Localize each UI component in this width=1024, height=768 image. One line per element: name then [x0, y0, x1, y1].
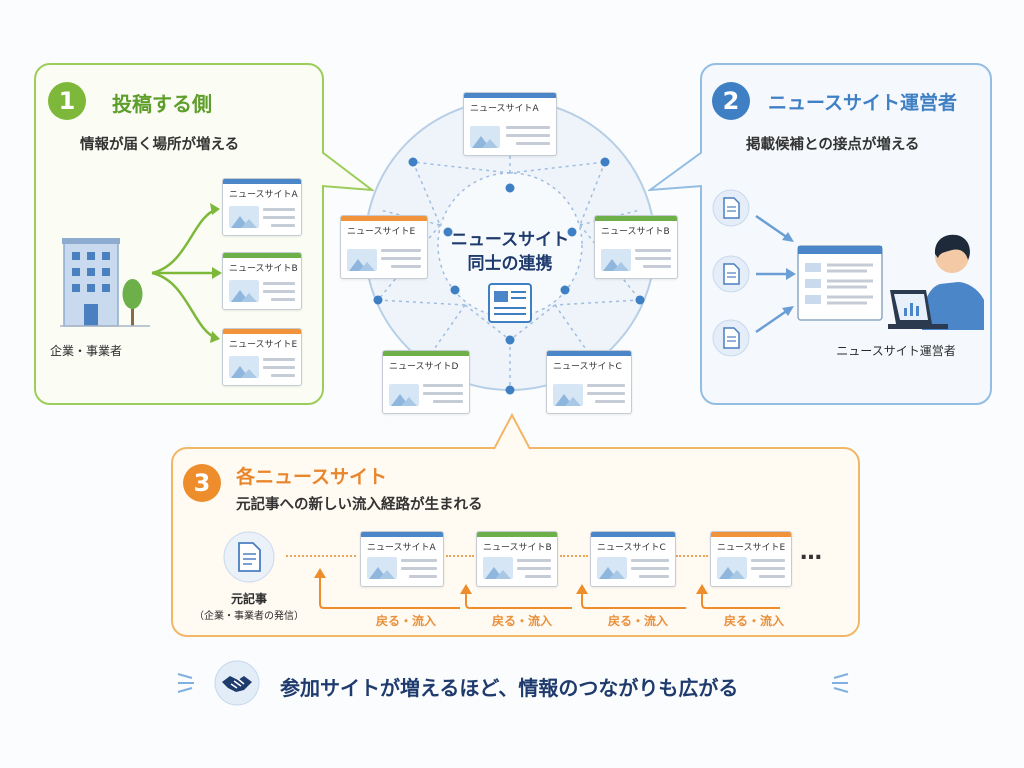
chain-card-b: ニュースサイトB: [476, 531, 558, 587]
return-flow-arrows: [314, 568, 780, 609]
panel2-pointer: [648, 151, 702, 192]
connector-dots: [446, 555, 474, 557]
distribution-arrows: [151, 203, 222, 343]
handshake-icon: [214, 660, 260, 706]
image-placeholder-icon: [229, 280, 259, 302]
candidate-documents: [712, 189, 796, 357]
sparkle-right-icon: [832, 673, 849, 693]
card-title: ニュースサイトB: [229, 264, 298, 274]
return-label: 戻る・流入: [724, 614, 785, 628]
panel3-pointer: [493, 413, 531, 450]
panel3-subtitle: 元記事への新しい流入経路が生まれる: [236, 497, 483, 513]
return-label: 戻る・流入: [608, 614, 669, 628]
image-placeholder-icon: [601, 249, 631, 271]
image-placeholder-icon: [229, 206, 259, 228]
footer-message: 参加サイトが増えるほど、情報のつながりも広がる: [280, 676, 739, 700]
card-title: ニュースサイトA: [367, 543, 436, 553]
panel1-subtitle: 情報が届く場所が増える: [80, 137, 240, 153]
building-icon: [60, 238, 150, 327]
source-article-sublabel: （企業・事業者の発信）: [194, 611, 304, 622]
panel-site-operator: [700, 63, 992, 405]
panel2-subtitle: 掲載候補との接点が増える: [746, 137, 920, 153]
chain-card-e: ニュースサイトE: [710, 531, 792, 587]
image-placeholder-icon: [597, 557, 627, 579]
network-card-c: ニュースサイトC: [546, 350, 632, 414]
card-title: ニュースサイトD: [389, 362, 459, 372]
panel1-card-a: ニュースサイトA: [222, 178, 302, 236]
step-number-2: 2: [712, 82, 750, 120]
image-placeholder-icon: [483, 557, 513, 579]
operator-person-icon: [888, 234, 984, 330]
article-icon: [488, 283, 532, 323]
card-title: ニュースサイトE: [229, 340, 298, 350]
connector-dots: [676, 555, 708, 557]
chain-card-a: ニュースサイトA: [360, 531, 444, 587]
panel1-card-e: ニュースサイトE: [222, 328, 302, 386]
panel3-title: 各ニュースサイト: [236, 466, 388, 488]
center-title-line1: ニュースサイト: [450, 230, 570, 250]
step-number-3: 3: [183, 464, 221, 502]
card-title: ニュースサイトB: [601, 227, 670, 237]
network-card-d: ニュースサイトD: [382, 350, 470, 414]
source-article-label: 元記事: [230, 592, 267, 606]
panel1-title: 投稿する側: [112, 92, 212, 116]
card-title: ニュースサイトB: [483, 543, 552, 553]
card-title: ニュースサイトC: [553, 362, 622, 372]
card-title: ニュースサイトE: [347, 227, 416, 237]
card-title: ニュースサイトA: [470, 104, 539, 114]
center-title-line2: 同士の連携: [467, 254, 553, 274]
connector-dots: [560, 555, 588, 557]
card-title: ニュースサイトE: [717, 543, 786, 553]
return-label: 戻る・流入: [376, 614, 437, 628]
network-card-b: ニュースサイトB: [594, 215, 678, 279]
card-title: ニュースサイトC: [597, 543, 666, 553]
chain-card-c: ニュースサイトC: [590, 531, 676, 587]
image-placeholder-icon: [717, 557, 747, 579]
operator-label: ニュースサイト運営者: [836, 344, 956, 358]
image-placeholder-icon: [470, 126, 500, 148]
image-placeholder-icon: [367, 557, 397, 579]
image-placeholder-icon: [347, 249, 377, 271]
image-placeholder-icon: [553, 384, 583, 406]
step-number-1: 1: [48, 82, 86, 120]
center-title: ニュースサイト 同士の連携: [440, 228, 580, 276]
source-article-icon: [223, 531, 275, 583]
image-placeholder-icon: [229, 356, 259, 378]
building-label: 企業・事業者: [50, 344, 123, 358]
network-card-a: ニュースサイトA: [463, 92, 557, 156]
panel2-title: ニュースサイト運営者: [768, 92, 958, 114]
panel1-card-b: ニュースサイトB: [222, 252, 302, 310]
sparkle-left-icon: [177, 673, 194, 693]
image-placeholder-icon: [389, 384, 419, 406]
card-title: ニュースサイトA: [229, 190, 298, 200]
browser-window-icon: [797, 245, 883, 321]
network-card-e: ニュースサイトE: [340, 215, 428, 279]
more-sites-ellipsis: …: [800, 540, 822, 565]
panel1-pointer: [322, 151, 374, 192]
connector-dots: [286, 555, 356, 557]
return-label: 戻る・流入: [492, 614, 553, 628]
